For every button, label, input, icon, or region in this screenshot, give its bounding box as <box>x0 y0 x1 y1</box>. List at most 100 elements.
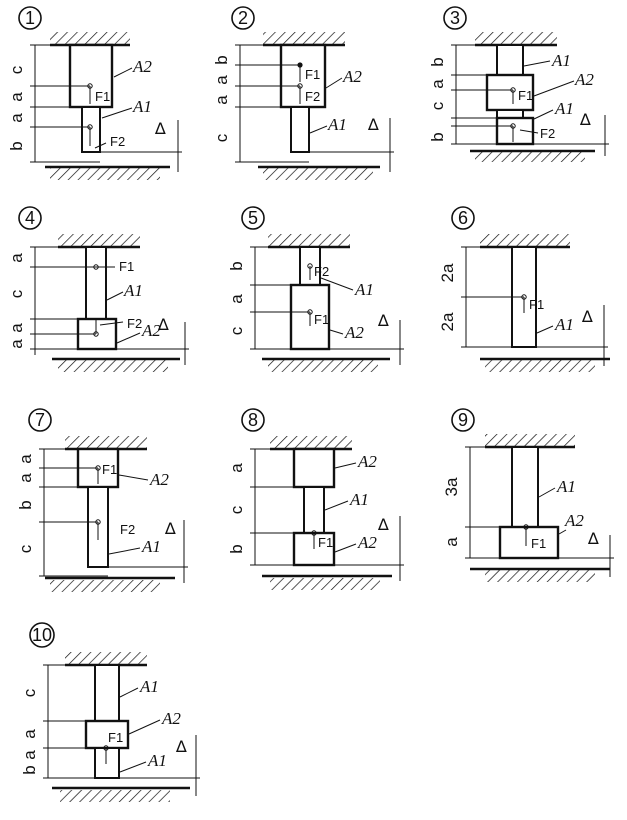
dim-label: c <box>227 505 246 514</box>
area-label: A2 <box>574 70 594 89</box>
dim-label: c <box>7 65 26 74</box>
problem-6: 6 2a 2a F1 A1 ∆ <box>438 206 610 372</box>
problem-2: 2 b a a c F1 F2 A2 A1 ∆ <box>212 6 394 180</box>
gap-label: ∆ <box>587 529 599 548</box>
area-label: A1 <box>551 51 571 70</box>
force-F1: F1 <box>102 462 117 477</box>
dim-label: a <box>7 113 26 123</box>
problem-7: 7 a a b c F1 F2 A2 A1 ∆ <box>16 408 188 592</box>
force-F2: F2 <box>314 264 329 279</box>
dim-label: a <box>16 454 35 464</box>
dim-label: a <box>7 253 26 263</box>
area-label: A2 <box>141 321 161 340</box>
gap-label: ∆ <box>154 119 166 138</box>
gap-label: ∆ <box>377 311 389 330</box>
gap-label: ∆ <box>164 519 176 538</box>
area-label: A1 <box>556 477 576 496</box>
force-F1: F1 <box>119 259 134 274</box>
dim-label: c <box>428 101 447 110</box>
area-label: A1 <box>141 537 161 556</box>
problem-number: 4 <box>25 208 35 228</box>
problem-4: 4 a c a a F1 F2 A1 A2 ∆ <box>7 206 189 372</box>
gap-label: ∆ <box>367 115 379 134</box>
dim-label: c <box>227 326 246 335</box>
problem-number: 3 <box>450 8 460 28</box>
dim-label: b <box>16 500 35 509</box>
problem-number: 5 <box>248 208 258 228</box>
force-F1: F1 <box>314 312 329 327</box>
problem-number: 6 <box>458 208 468 228</box>
force-F2: F2 <box>305 89 320 104</box>
gap-label: ∆ <box>579 110 591 129</box>
area-label: A1 <box>327 115 347 134</box>
area-label: A1 <box>132 97 152 116</box>
area-label: A2 <box>357 452 377 471</box>
area-label: A1 <box>554 315 574 334</box>
problem-number: 9 <box>458 410 468 430</box>
area-label: A2 <box>564 511 584 530</box>
problem-number: 10 <box>32 625 52 645</box>
dim-label: c <box>7 289 26 298</box>
problem-1: 1 c a a b F1 F2 A2 A1 ∆ <box>7 6 182 180</box>
dim-label: a <box>20 750 39 760</box>
segment-A1 <box>303 486 325 534</box>
problem-8: 8 a c b F1 A2 A1 A2 ∆ <box>227 408 404 590</box>
dim-label: a <box>7 339 26 349</box>
segment-A2 <box>68 43 114 109</box>
dim-label: a <box>227 463 246 473</box>
dim-label: a <box>20 729 39 739</box>
area-label: A1 <box>354 280 374 299</box>
dim-label: a <box>16 473 35 483</box>
gap-label: ∆ <box>377 515 389 534</box>
dim-label: 2a <box>438 263 457 282</box>
area-label: A1 <box>554 99 574 118</box>
force-F1: F1 <box>318 535 333 550</box>
area-label: A2 <box>149 470 169 489</box>
area-label: A2 <box>344 323 364 342</box>
top-wall-hatch <box>50 32 130 44</box>
dim-label: b <box>428 57 447 66</box>
segment-A1 <box>511 446 539 528</box>
gap-label: ∆ <box>157 315 169 334</box>
dim-label: b <box>7 141 26 150</box>
dim-label: c <box>16 544 35 553</box>
force-F2: F2 <box>540 126 555 141</box>
bottom-wall-hatch <box>50 168 160 180</box>
segment-A2-top <box>292 447 336 489</box>
force-F2: F2 <box>127 316 142 331</box>
gap-label: ∆ <box>581 307 593 326</box>
dim-label: 2a <box>438 312 457 331</box>
area-label: A1 <box>139 677 159 696</box>
area-label: A1 <box>123 281 143 300</box>
problem-number-circle <box>18 6 42 30</box>
problem-5: 5 b a c F2 F1 A1 A2 ∆ <box>227 206 404 372</box>
dim-label: a <box>227 294 246 304</box>
segment-A2 <box>84 719 130 750</box>
dim-label: a <box>442 537 461 547</box>
dim-label: b <box>212 55 231 64</box>
problem-number: 7 <box>35 410 45 430</box>
segment-A1 <box>85 246 107 320</box>
dim-label: c <box>212 133 231 142</box>
force-F1: F1 <box>518 88 533 103</box>
area-label: A1 <box>349 490 369 509</box>
segment-A1-top <box>94 664 120 722</box>
segment-A2 <box>498 525 560 560</box>
area-label: A2 <box>161 709 181 728</box>
problem-9: 9 3a a F1 A1 A2 ∆ <box>442 408 614 582</box>
dim-label: a <box>428 79 447 89</box>
force-F1: F1 <box>95 89 110 104</box>
segment-A1 <box>290 106 310 153</box>
dim-label: c <box>20 688 39 697</box>
segment-A1-top <box>496 44 524 76</box>
force-F1: F1 <box>108 730 123 745</box>
dim-label: b <box>20 765 39 774</box>
dim-label: 3a <box>442 477 461 496</box>
problem-number: 1 <box>25 8 35 28</box>
segment-A2 <box>485 73 535 112</box>
dim-label: b <box>227 261 246 270</box>
segment-A2 <box>279 43 327 109</box>
dim-label: b <box>428 132 447 141</box>
problem-number: 8 <box>248 410 258 430</box>
